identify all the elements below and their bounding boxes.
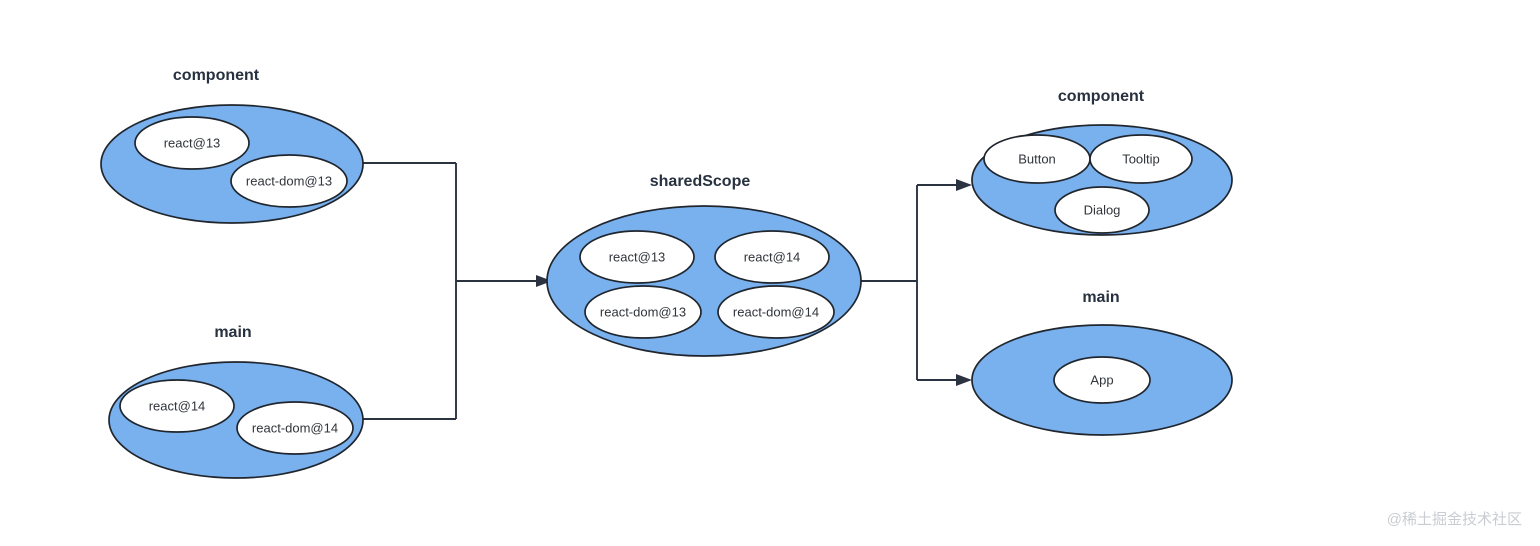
- inner-ellipse-app[interactable]: [1053, 356, 1151, 404]
- inner-ellipse-react14[interactable]: [119, 379, 235, 433]
- node-label-react14: react@14: [149, 398, 206, 413]
- inner-ellipse-react13[interactable]: [134, 116, 250, 170]
- node-label-react-dom14: react-dom@14: [252, 420, 338, 435]
- group-right-component[interactable]: component Button Tooltip Dialog: [971, 88, 1233, 236]
- node-label-shared-react-dom13: react-dom@13: [600, 304, 686, 319]
- group-title-left-main: main: [214, 324, 251, 341]
- watermark: @稀土掘金技术社区: [1387, 511, 1522, 528]
- inner-ellipse-dialog[interactable]: [1054, 186, 1150, 234]
- arrowhead-icon-to-main: [956, 374, 972, 386]
- group-title-left-component: component: [173, 67, 260, 84]
- node-label-react-dom13: react-dom@13: [246, 173, 332, 188]
- inner-ellipse-tooltip[interactable]: [1089, 134, 1193, 184]
- group-title-right-main: main: [1082, 289, 1119, 306]
- connector-right-split: [861, 179, 972, 386]
- group-shared-scope[interactable]: sharedScope react@13 react@14 react-dom@…: [546, 173, 862, 357]
- node-label-shared-react13: react@13: [609, 249, 666, 264]
- node-label-tooltip: Tooltip: [1122, 151, 1160, 166]
- inner-ellipse-shared-react-dom14[interactable]: [717, 285, 835, 339]
- outer-ellipse-shared-scope[interactable]: [546, 205, 862, 357]
- group-title-shared-scope: sharedScope: [650, 173, 751, 190]
- node-label-shared-react-dom14: react-dom@14: [733, 304, 819, 319]
- node-label-dialog: Dialog: [1084, 202, 1121, 217]
- group-title-right-component: component: [1058, 88, 1145, 105]
- group-left-main[interactable]: main react@14 react-dom@14: [108, 324, 364, 479]
- node-label-shared-react14: react@14: [744, 249, 801, 264]
- inner-ellipse-shared-react13[interactable]: [579, 230, 695, 284]
- group-right-main[interactable]: main App: [971, 289, 1233, 436]
- node-label-button: Button: [1018, 151, 1056, 166]
- inner-ellipse-react-dom14[interactable]: [236, 401, 354, 455]
- inner-ellipse-react-dom13[interactable]: [230, 154, 348, 208]
- inner-ellipse-shared-react14[interactable]: [714, 230, 830, 284]
- node-label-app: App: [1090, 372, 1113, 387]
- inner-ellipse-shared-react-dom13[interactable]: [584, 285, 702, 339]
- arrowhead-icon-to-sharedscope: [536, 275, 552, 287]
- arrowhead-icon-to-component: [956, 179, 972, 191]
- group-left-component[interactable]: component react@13 react-dom@13: [100, 67, 364, 224]
- connector-left-merge: [363, 162, 552, 420]
- node-label-react13: react@13: [164, 135, 221, 150]
